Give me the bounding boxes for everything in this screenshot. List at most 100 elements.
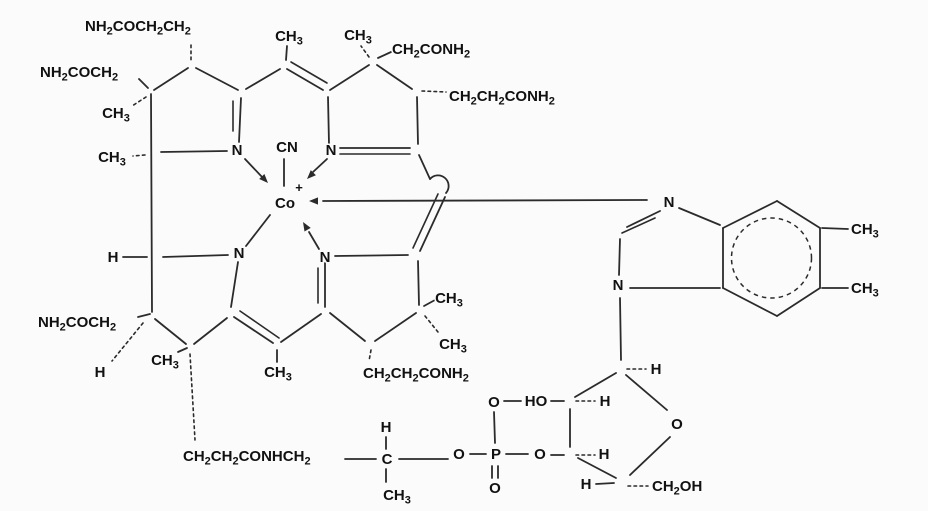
- label-ribose-ch2oh: CH2OH: [652, 478, 702, 498]
- atom-h-ring-d: H: [108, 249, 119, 266]
- bond: [574, 372, 617, 398]
- bond: [595, 482, 615, 485]
- label-meso-ab-methyl: CH3: [275, 28, 303, 48]
- bond: [154, 318, 187, 345]
- label-benzimidazole-methyl-1: CH3: [851, 221, 879, 241]
- bond: [334, 254, 409, 257]
- arrow-line-benzimidazole-to-co: [322, 199, 648, 202]
- bond-crossing-arc: [429, 174, 450, 194]
- atom-c-linker: C: [382, 451, 393, 468]
- label-sidechain-c-propionamide: CH2CH2CONH2: [363, 365, 469, 385]
- label-sidechain-b-propionamide: CH2CH2CONH2: [449, 88, 555, 108]
- atom-o-phosphate-double: O: [489, 480, 501, 497]
- label-sidechain-d-amide: NH2COCH2: [38, 314, 116, 334]
- double-bond-line: [238, 97, 242, 143]
- double-bond-line: [412, 193, 439, 249]
- bond: [138, 78, 149, 89]
- label-cobalt-charge: +: [295, 180, 303, 195]
- label-cobalt: Co: [275, 195, 295, 212]
- atom-o-phosphate-top: O: [488, 394, 500, 411]
- atom-h-ribose-c1: H: [651, 361, 662, 378]
- dashed-bond: [424, 315, 439, 333]
- bond: [177, 347, 188, 353]
- atom-h-linker: H: [381, 419, 392, 436]
- dashed-bond: [132, 154, 146, 157]
- atom-h-ring-d-dashed: H: [95, 364, 106, 381]
- label-ring-a-methyl-2: CH3: [98, 149, 126, 169]
- bond: [416, 96, 419, 145]
- arrowhead-nb-to-co: [307, 170, 316, 179]
- double-bond-line: [290, 61, 328, 84]
- dashed-bond-linker: [189, 353, 196, 441]
- bond-group: [111, 44, 849, 487]
- aromatic-circle: [730, 217, 813, 299]
- atom-h-ribose-c2: H: [600, 393, 611, 410]
- bond: [418, 154, 431, 180]
- bond: [137, 313, 151, 318]
- arrowhead-nc-to-co: [303, 222, 311, 232]
- bond-n1-to-ribose: [619, 297, 622, 361]
- double-bond-line: [239, 310, 280, 339]
- atom-n-ring-b: N: [326, 142, 337, 159]
- bond-macrocycle-left-edge: [150, 93, 153, 313]
- label-linker-chain: CH2CH2CONHCH2: [183, 448, 311, 468]
- arrow-line-na-to-co: [244, 158, 264, 179]
- atom-n-benzimidazole-n3: N: [664, 194, 675, 211]
- bond: [417, 260, 420, 306]
- arrowhead-group: [259, 170, 318, 232]
- bond: [629, 436, 671, 476]
- label-meso-cd-methyl: CH3: [264, 364, 292, 384]
- dashed-bond: [368, 349, 372, 362]
- bond-nd-to-co: [245, 214, 271, 247]
- atom-h-ribose-c4: H: [581, 476, 592, 493]
- bond: [625, 374, 668, 411]
- bond: [577, 457, 617, 479]
- bond: [377, 51, 392, 59]
- label-cyanide-ligand: CN: [276, 139, 298, 156]
- bond: [618, 238, 621, 276]
- atom-o-linker: O: [453, 446, 465, 463]
- bond: [160, 150, 228, 153]
- arrowhead-na-to-co: [259, 174, 268, 183]
- bond: [678, 207, 721, 226]
- label-benzimidazole-methyl-2: CH3: [851, 280, 879, 300]
- atom-o-ribose-ring: O: [671, 416, 683, 433]
- atom-o-phosphate-side: O: [534, 446, 546, 463]
- bond: [722, 200, 778, 229]
- double-bond-line: [286, 68, 324, 91]
- bond: [280, 313, 322, 343]
- bond: [327, 96, 330, 145]
- label-linker-methyl: CH3: [383, 487, 411, 507]
- label-ribose-hydroxyl: HO: [525, 393, 548, 410]
- label-ring-d-methyl: CH3: [151, 352, 179, 372]
- double-bond-line: [626, 210, 661, 228]
- bond: [423, 299, 436, 307]
- dashed-bond: [421, 90, 447, 93]
- bond: [329, 312, 366, 342]
- bond: [776, 287, 821, 317]
- bond: [285, 45, 288, 61]
- atom-p-phosphate: P: [491, 446, 501, 463]
- arrow-line-nb-to-co: [312, 158, 328, 173]
- bond: [153, 67, 189, 91]
- atom-n-ring-a: N: [232, 142, 243, 159]
- atom-h-ribose-c3: H: [599, 446, 610, 463]
- arrow-line-nc-to-co: [308, 231, 320, 250]
- label-ring-c-methyl-1: CH3: [435, 290, 463, 310]
- atom-n-ring-c: N: [320, 249, 331, 266]
- dashed-bond: [360, 45, 370, 58]
- bond: [722, 287, 778, 317]
- label-sidechain-a-top: NH2COCH2CH2: [85, 18, 191, 38]
- bond: [245, 68, 281, 90]
- label-sidechain-b-acetamide: CH2CONH2: [392, 41, 470, 61]
- atom-n-benzimidazole-n1: N: [613, 277, 624, 294]
- dashed-bond: [131, 96, 147, 107]
- bond: [376, 64, 413, 90]
- bond: [776, 200, 821, 229]
- bond: [493, 411, 496, 444]
- bond: [193, 317, 228, 345]
- bond: [162, 254, 229, 258]
- double-bond-line: [233, 316, 274, 344]
